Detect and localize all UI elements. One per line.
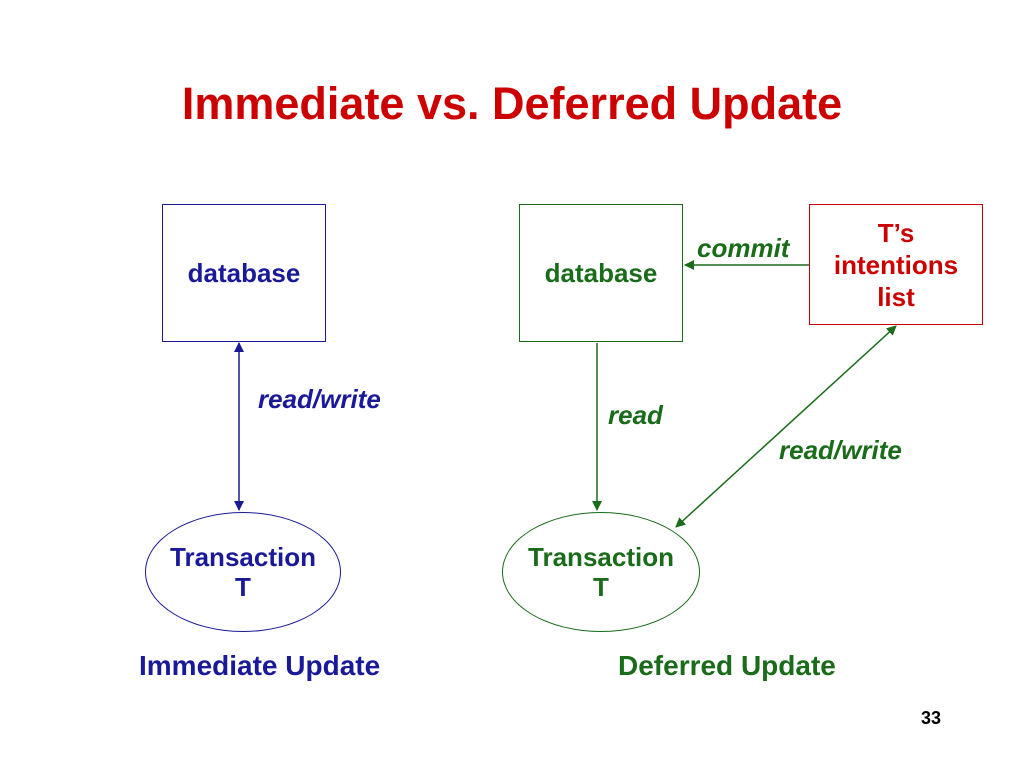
deferred-database-box: database xyxy=(519,204,683,342)
deferred-transaction-line1: Transaction xyxy=(528,542,674,572)
page-number: 33 xyxy=(920,708,941,728)
slide-title: Immediate vs. Deferred Update xyxy=(181,78,843,129)
deferred-caption: Deferred Update xyxy=(618,650,836,681)
intentions-line1: T’s xyxy=(877,217,915,248)
commit-label: commit xyxy=(697,233,790,263)
deferred-transaction-node: Transaction T xyxy=(502,512,700,632)
deferred-database-label: database xyxy=(544,258,658,288)
immediate-transaction-line1: Transaction xyxy=(170,542,316,572)
immediate-transaction-node: Transaction T xyxy=(145,512,341,632)
intentions-line2: intentions xyxy=(833,249,959,280)
immediate-transaction-line2: T xyxy=(235,572,251,602)
immediate-database-box: database xyxy=(162,204,326,342)
immediate-readwrite-label: read/write xyxy=(258,384,381,414)
intentions-list-box: T’s intentions list xyxy=(809,204,983,325)
immediate-caption: Immediate Update xyxy=(139,650,381,681)
deferred-transaction-line2: T xyxy=(593,572,609,602)
deferred-read-label: read xyxy=(608,400,663,430)
intentions-line3: list xyxy=(877,281,915,312)
deferred-readwrite-label: read/write xyxy=(779,435,902,465)
deferred-readwrite-arrow xyxy=(675,325,897,528)
immediate-database-label: database xyxy=(187,258,301,288)
